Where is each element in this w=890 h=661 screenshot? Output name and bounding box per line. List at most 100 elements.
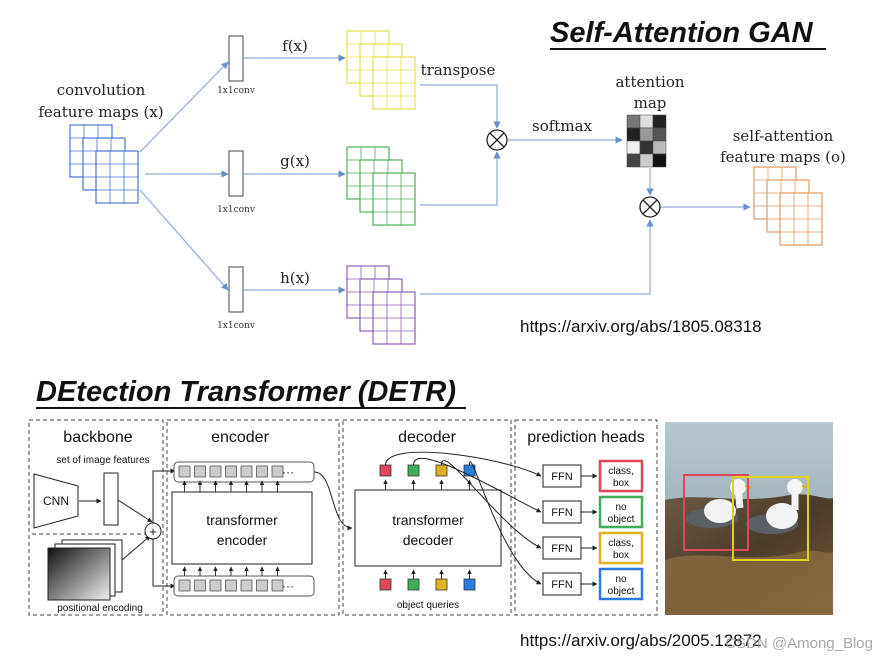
attention-map-grid — [626, 114, 667, 168]
feature-maps-f — [346, 30, 416, 110]
encoder-top-token-cells — [178, 465, 284, 478]
object-query-slots — [379, 569, 476, 591]
prediction-line1: no — [615, 502, 627, 513]
object-query-slot — [463, 578, 476, 591]
conv-label-h: 1x1conv — [217, 321, 256, 331]
decoder-to-ffn-curve — [441, 460, 542, 549]
ffn-label: FFN — [551, 543, 572, 555]
arrow-plus-to-encoder-bottom — [152, 539, 176, 589]
ffn-label: FFN — [551, 507, 572, 519]
positional-encoding-image — [47, 547, 111, 601]
encoder-title: encoder — [211, 429, 269, 446]
backbone-section — [28, 419, 164, 616]
branch-label-h: h(x) — [280, 269, 310, 287]
encoder-top-token — [194, 465, 206, 478]
detr-diagram: DEtection Transformer (DETR) backbone en… — [28, 376, 873, 652]
output-label-line1: self-attention — [733, 127, 834, 145]
decoder-output-slot — [379, 464, 392, 477]
prediction-line2: object — [608, 586, 635, 597]
encoder-top-ellipsis: ··· — [282, 465, 294, 479]
prediction-box — [598, 531, 644, 565]
positional-encoding-label: positional encoding — [57, 603, 143, 614]
output-label-line2: feature maps (o) — [720, 148, 846, 166]
encoder-top-token — [178, 465, 191, 478]
feature-maps-h — [346, 265, 416, 345]
attention-cell — [626, 127, 641, 142]
attention-label-line2: map — [634, 94, 667, 112]
detection-box-yellow — [732, 476, 809, 561]
multiply-node-2-cross — [642, 199, 658, 215]
ffn-label: FFN — [551, 579, 572, 591]
attention-cell — [652, 127, 667, 142]
feature-maps-g — [346, 146, 416, 226]
prediction-line2: box — [613, 478, 629, 489]
encoder-bottom-token — [178, 579, 191, 592]
arrow-pos-to-plus — [121, 535, 151, 561]
encoder-box-line2: encoder — [217, 532, 268, 548]
encoder-bottom-token — [194, 579, 206, 592]
decoder-output-slot — [435, 464, 448, 477]
transpose-label: transpose — [421, 61, 496, 79]
conv-label-g: 1x1conv — [217, 205, 256, 215]
prediction-box — [598, 459, 644, 493]
arrow-features-to-plus — [117, 499, 153, 523]
object-query-slot — [435, 578, 448, 591]
attention-cell — [639, 127, 654, 142]
encoder-bottom-token — [225, 579, 237, 592]
input-label-line1: convolution — [57, 81, 146, 99]
conv-block-g — [228, 150, 244, 197]
arrow-f-to-mult — [420, 84, 501, 129]
attention-cell — [626, 140, 641, 155]
encoder-top-token — [209, 465, 222, 478]
backbone-title: backbone — [63, 429, 132, 446]
prediction-line2: box — [613, 550, 629, 561]
encoder-top-token — [271, 465, 284, 478]
arrow-plus-to-encoder-top — [152, 468, 176, 523]
detection-photo — [665, 422, 833, 615]
arrow-g-to-mult — [420, 151, 501, 206]
conv-block-h — [228, 266, 244, 313]
watermark: CSDN @Among_Blog — [725, 635, 873, 652]
decoder-box-line2: decoder — [403, 532, 454, 548]
detr-url: https://arxiv.org/abs/2005.12872 — [520, 631, 762, 650]
arrow-input-to-f — [139, 61, 229, 153]
multiply-node-1-cross — [489, 132, 505, 148]
arrow-h-to-mult — [420, 219, 654, 295]
image-features-bar — [103, 472, 119, 526]
input-feature-maps — [69, 124, 139, 204]
ffn-label: FFN — [551, 471, 572, 483]
conv-label-f: 1x1conv — [217, 86, 256, 96]
prediction-box — [598, 495, 644, 529]
decoder-output-slot — [407, 464, 420, 477]
plus-symbol: + — [149, 524, 157, 539]
decoder-to-ffn-curve — [385, 451, 542, 477]
encoder-top-token — [240, 465, 253, 478]
object-query-slot — [379, 578, 392, 591]
attention-cell — [626, 114, 641, 129]
cnn-block — [33, 473, 79, 529]
prediction-line2: object — [608, 514, 635, 525]
softmax-label: softmax — [532, 117, 592, 135]
transformer-encoder-box — [171, 491, 313, 565]
transformer-decoder-box — [354, 489, 502, 567]
set-of-features-label: set of image features — [56, 455, 149, 466]
attention-cell — [652, 140, 667, 155]
arrow-input-to-h — [139, 189, 229, 291]
sagan-url: https://arxiv.org/abs/1805.08318 — [520, 317, 762, 336]
sagan-title: Self-Attention GAN — [550, 17, 814, 49]
prediction-box — [598, 567, 644, 601]
decoder-section — [342, 419, 512, 616]
encoder-bottom-token — [271, 579, 284, 592]
decoder-to-ffn-curves — [385, 451, 542, 585]
encoder-bottom-token-cells — [178, 579, 284, 592]
encoder-arrows — [182, 480, 280, 576]
branch-label-f: f(x) — [282, 37, 308, 55]
encoder-bottom-token — [256, 579, 268, 592]
conv-block-f — [228, 35, 244, 82]
heads-section — [514, 419, 658, 616]
sagan-diagram: Self-Attention GAN convolution feature m… — [38, 17, 846, 345]
attention-cell — [639, 114, 654, 129]
decoder-to-ffn-curve — [469, 461, 542, 585]
prediction-line1: class, — [608, 538, 634, 549]
